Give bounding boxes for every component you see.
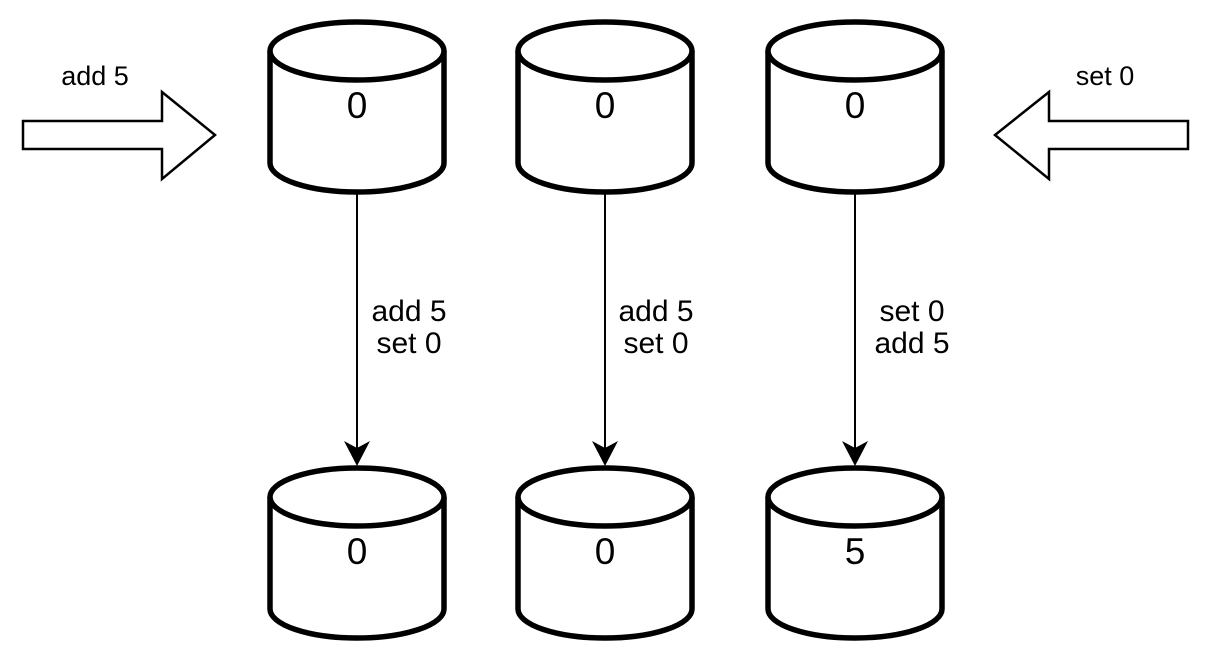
database-cylinder-icon: 0 bbox=[267, 465, 447, 641]
database-cylinder-icon: 5 bbox=[765, 465, 945, 641]
block-arrow-left-icon bbox=[993, 89, 1190, 182]
replica-1-final-value: 0 bbox=[347, 531, 368, 572]
incoming-op-left: add 5 bbox=[21, 61, 217, 182]
db-top-rim bbox=[765, 19, 945, 83]
replica-column-2: 0 add 5 set 0 0 bbox=[515, 19, 695, 641]
replica-3-final-value: 5 bbox=[845, 531, 866, 572]
db-top-rim bbox=[515, 465, 695, 529]
replica-2-op-2-label: set 0 bbox=[623, 327, 688, 360]
arrowhead-down-icon bbox=[842, 441, 868, 466]
db-body bbox=[515, 497, 695, 641]
database-cylinder-icon: 0 bbox=[515, 19, 695, 195]
arrowhead-down-icon bbox=[344, 441, 370, 466]
database-cylinder-icon: 0 bbox=[267, 19, 447, 195]
incoming-op-right-label: set 0 bbox=[1076, 61, 1135, 91]
arrowhead-down-icon bbox=[592, 441, 618, 466]
replica-column-3: 0 set 0 add 5 5 bbox=[765, 19, 950, 641]
db-top-rim bbox=[765, 465, 945, 529]
replica-3-op-2-label: add 5 bbox=[874, 327, 949, 360]
apply-ops-arrow: add 5 set 0 bbox=[344, 192, 447, 466]
replica-3-op-1-label: set 0 bbox=[879, 295, 944, 328]
apply-ops-arrow: set 0 add 5 bbox=[842, 192, 950, 466]
replica-1-op-2-label: set 0 bbox=[376, 327, 441, 360]
db-top-rim bbox=[267, 19, 447, 83]
replica-2-final-value: 0 bbox=[595, 531, 616, 572]
incoming-op-left-label: add 5 bbox=[61, 61, 129, 91]
block-arrow-right-icon bbox=[21, 89, 217, 182]
database-cylinder-icon: 0 bbox=[765, 19, 945, 195]
replica-1-op-1-label: add 5 bbox=[371, 295, 446, 328]
apply-ops-arrow: add 5 set 0 bbox=[592, 192, 694, 466]
replica-2-initial-value: 0 bbox=[595, 85, 616, 126]
replica-2-op-1-label: add 5 bbox=[618, 295, 693, 328]
db-top-rim bbox=[515, 19, 695, 83]
replica-1-initial-value: 0 bbox=[347, 85, 368, 126]
db-top-rim bbox=[267, 465, 447, 529]
incoming-op-right: set 0 bbox=[993, 61, 1190, 182]
db-body bbox=[765, 497, 945, 641]
replica-column-1: 0 add 5 set 0 0 bbox=[267, 19, 447, 641]
database-cylinder-icon: 0 bbox=[515, 465, 695, 641]
db-body bbox=[267, 497, 447, 641]
replica-3-initial-value: 0 bbox=[845, 85, 866, 126]
